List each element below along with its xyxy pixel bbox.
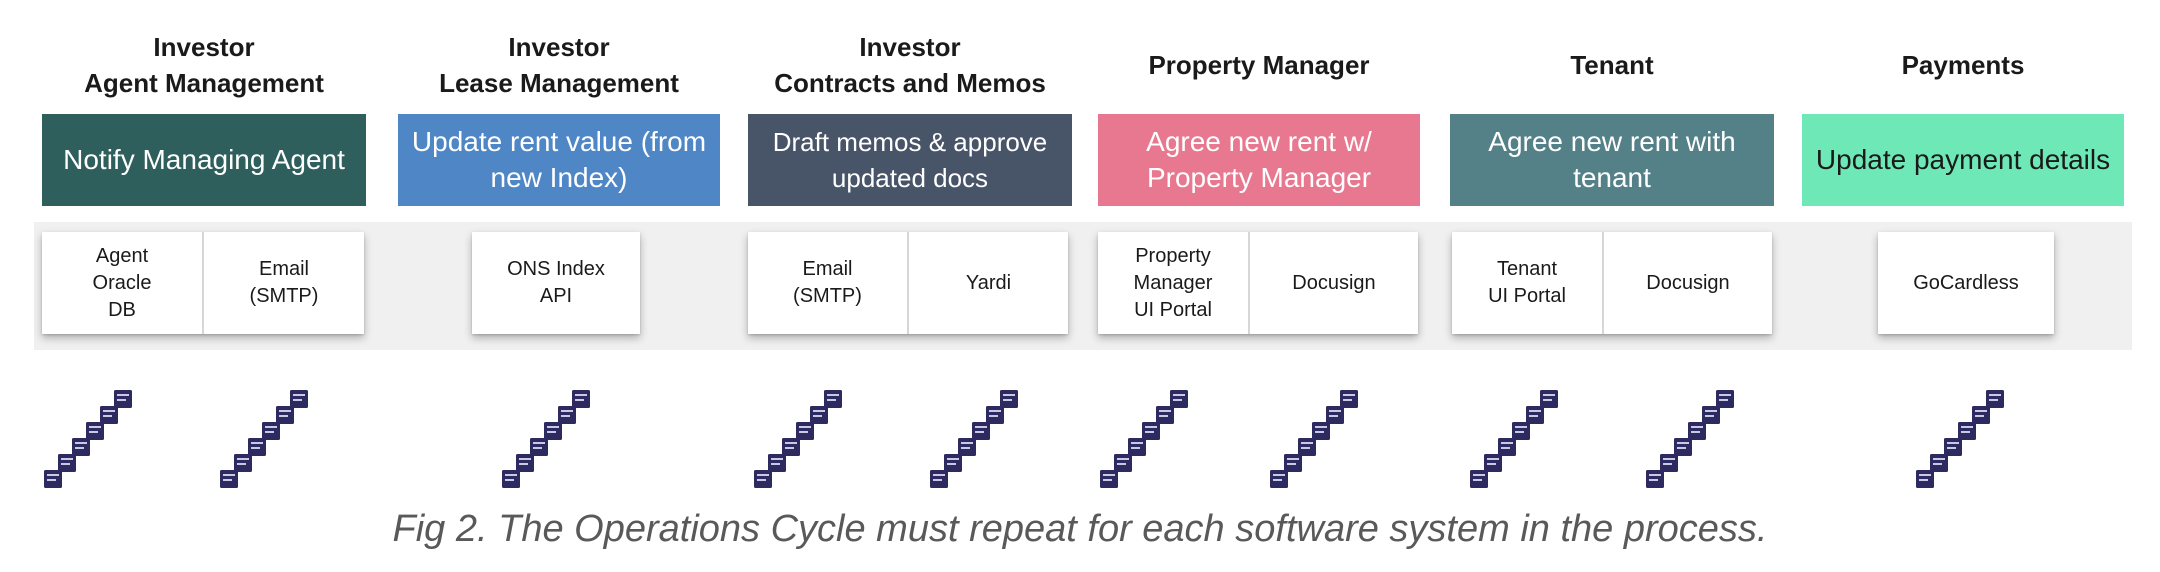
column-heading: Tenant — [1450, 26, 1774, 104]
heading-line: Property Manager — [1148, 50, 1370, 80]
column-heading: Investor Contracts and Memos — [748, 26, 1072, 104]
system-email-smtp: Email (SMTP) — [202, 232, 364, 334]
system-ons-index-api: ONS Index API — [507, 258, 605, 307]
process-step: Agree new rent with tenant — [1450, 114, 1774, 206]
system-property-manager-ui-portal: Property Manager UI Portal — [1133, 244, 1213, 321]
process-step: Update payment details — [1802, 114, 2124, 206]
systems-group-payments: GoCardless — [1878, 232, 2054, 334]
process-step: Update rent value (from new Index) — [398, 114, 720, 206]
systems-group-property-manager: Property Manager UI Portal Docusign — [1098, 232, 1418, 334]
column-heading: Investor Agent Management — [42, 26, 366, 104]
system-docusign: Docusign — [1248, 232, 1418, 334]
process-step: Notify Managing Agent — [42, 114, 366, 206]
operations-cycle-staircase-icon — [930, 390, 1018, 488]
process-step: Agree new rent w/ Property Manager — [1098, 114, 1420, 206]
operations-cycle-staircase-icon — [1470, 390, 1558, 488]
systems-group-agent-management: Agent Oracle DB Email (SMTP) — [42, 232, 364, 334]
heading-line: Investor — [153, 32, 255, 62]
system-agent-oracle-db: Agent Oracle DB — [92, 244, 152, 321]
system-tenant-ui-portal: Tenant UI Portal — [1488, 258, 1566, 307]
heading-line: Investor — [859, 32, 961, 62]
systems-band — [34, 222, 2132, 350]
system-docusign: Docusign — [1602, 232, 1772, 334]
column-heading: Property Manager — [1098, 26, 1420, 104]
heading-line: Investor — [508, 32, 610, 62]
operations-cycle-staircase-icon — [1100, 390, 1188, 488]
figure-caption: Fig 2. The Operations Cycle must repeat … — [392, 508, 1768, 550]
system-yardi: Yardi — [907, 232, 1068, 334]
heading-line: Tenant — [1570, 50, 1654, 80]
systems-group-contracts-and-memos: Email (SMTP) Yardi — [748, 232, 1068, 334]
operations-cycle-staircase-icon — [220, 390, 308, 488]
system-gocardless: GoCardless — [1913, 271, 2019, 294]
system-email-smtp: Email (SMTP) — [793, 258, 862, 307]
operations-cycle-staircase-icon — [1916, 390, 2004, 488]
operations-cycle-staircase-icon — [1646, 390, 1734, 488]
heading-line: Payments — [1901, 50, 2025, 80]
heading-line: Contracts and Memos — [774, 68, 1046, 98]
operations-cycle-staircase-icon — [1270, 390, 1358, 488]
systems-group-lease-management: ONS Index API — [472, 232, 640, 334]
heading-line: Lease Management — [439, 68, 679, 98]
operations-cycle-staircase-icon — [502, 390, 590, 488]
column-heading: Investor Lease Management — [398, 26, 720, 104]
operations-cycle-staircase-icon — [754, 390, 842, 488]
heading-line: Agent Management — [84, 68, 324, 98]
operations-cycle-staircase-icon — [44, 390, 132, 488]
process-step: Draft memos & approve updated docs — [748, 114, 1072, 206]
column-heading: Payments — [1802, 26, 2124, 104]
systems-group-tenant: Tenant UI Portal Docusign — [1452, 232, 1772, 334]
